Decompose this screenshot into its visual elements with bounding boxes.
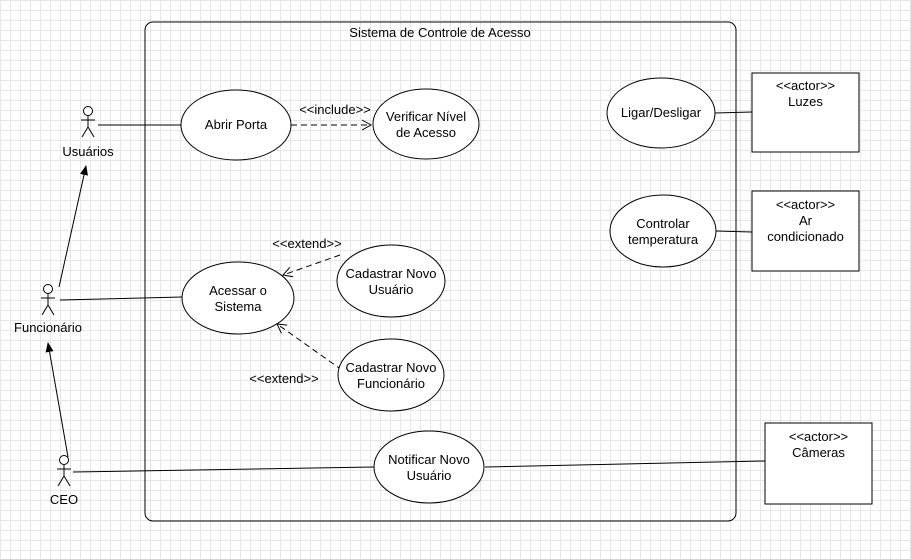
usecase-cadastrar-funcionario	[337, 338, 445, 412]
actor-luzes-name: Luzes	[788, 94, 823, 109]
usecase-cadastrar-usuario	[336, 244, 446, 318]
usecase-ligar-desligar	[606, 77, 716, 149]
usecase-cadastrar-funcionario-label: Cadastrar Novo Funcionário	[345, 360, 437, 391]
extend-stereotype-2: <<extend>>	[249, 371, 319, 386]
usecase-cadastrar-usuario-label: Cadastrar Novo Usuário	[345, 266, 437, 297]
assoc-ceo-notificar	[72, 466, 375, 473]
assoc-controlar-ar	[715, 230, 753, 233]
actor-box-cameras	[764, 422, 873, 505]
actor-cameras-name: Câmeras	[792, 445, 845, 460]
generalizations	[45, 165, 88, 458]
usecase-ligar-desligar-label: Ligar/Desligar	[620, 105, 702, 120]
usecase-abrir-porta-label: Abrir Porta	[204, 117, 268, 132]
actor-box-ar	[751, 190, 860, 272]
extend-stereotype-1: <<extend>>	[272, 236, 342, 251]
gen-ceo-funcionario	[45, 342, 69, 458]
actor-usuarios-figure	[81, 106, 95, 138]
actor-box-luzes-text: <<actor>> Luzes	[752, 78, 859, 110]
include-stereotype: <<include>>	[299, 102, 371, 117]
assoc-ligar-luzes	[714, 111, 753, 114]
actor-ceo-figure	[57, 455, 71, 487]
usecase-notificar-usuario	[373, 430, 485, 504]
actor-funcionario-figure	[41, 284, 55, 316]
usecase-controlar-temperatura	[609, 194, 717, 268]
usecase-verificar-nivel	[372, 88, 480, 160]
usecase-controlar-temperatura-label: Controlar temperatura	[627, 216, 699, 247]
actor-box-luzes	[751, 72, 860, 153]
actor-box-ar-text: <<actor>> Ar condicionado	[752, 197, 859, 245]
actor-box-cameras-text: <<actor>> Câmeras	[765, 429, 872, 461]
associations	[59, 111, 766, 473]
gen-funcionario-usuarios	[58, 165, 88, 288]
actor-stereotype-ar: <<actor>>	[775, 197, 836, 212]
extend-arrow-1	[282, 254, 341, 278]
usecase-verificar-nivel-label: Verificar Nível de Acesso	[385, 109, 467, 140]
actor-usuarios-label: Usuários	[62, 144, 114, 159]
assoc-notificar-cameras	[484, 460, 766, 468]
system-title: Sistema de Controle de Acesso	[349, 25, 531, 40]
extend-arrow-2	[276, 323, 343, 371]
usecase-abrir-porta	[180, 89, 292, 161]
usecase-notificar-usuario-label: Notificar Novo Usuário	[388, 452, 470, 483]
actor-ceo-label: CEO	[49, 492, 79, 507]
usecase-acessar-sistema-label: Acessar o Sistema	[209, 283, 267, 314]
actor-stereotype-cameras: <<actor>>	[788, 429, 849, 444]
dependencies	[276, 119, 373, 371]
assoc-funcionario-acessar	[59, 296, 183, 301]
system-boundary	[144, 21, 737, 522]
actor-ar-name: Ar condicionado	[767, 213, 844, 244]
actor-funcionario-label: Funcionário	[14, 320, 82, 335]
actor-stereotype-luzes: <<actor>>	[775, 78, 836, 93]
usecase-acessar-sistema	[181, 261, 295, 335]
